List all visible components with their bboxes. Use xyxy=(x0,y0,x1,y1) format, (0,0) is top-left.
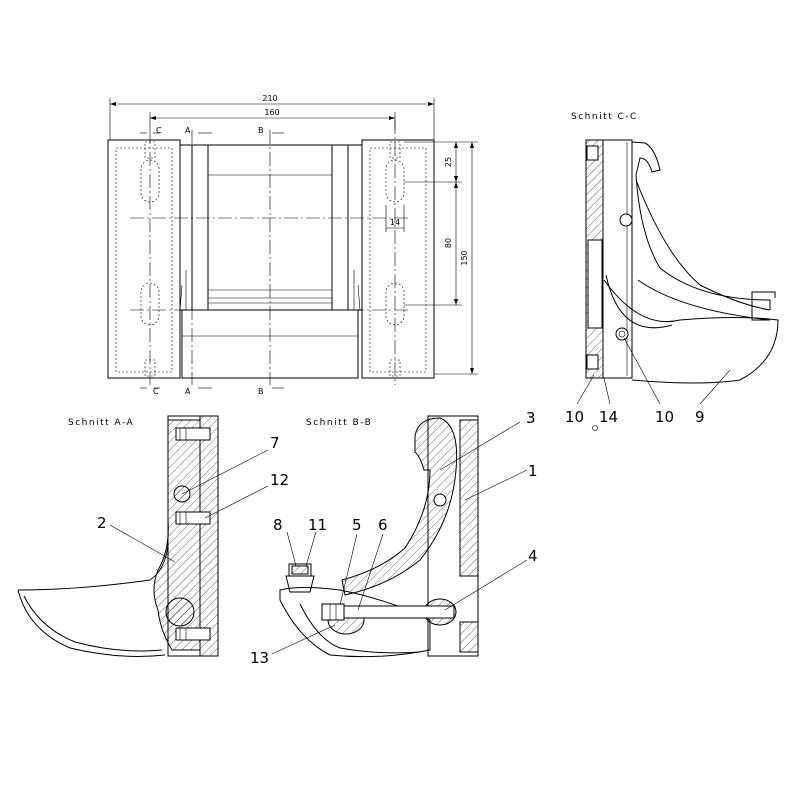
left-plate xyxy=(107,139,181,379)
section-b-b: Schnitt B-B 3 1 4 5 6 8 xyxy=(250,409,538,667)
section-a-a: Schnitt A-A 7 12 2 xyxy=(17,415,289,657)
part-number-7: 7 xyxy=(270,434,280,452)
part-number-5: 5 xyxy=(352,516,362,534)
part-number-10a: 10 xyxy=(565,408,584,426)
part-number-10b: 10 xyxy=(655,408,674,426)
dim-210: 210 xyxy=(262,94,277,103)
section-c-c: Schnitt C-C 10 14 10 9 xyxy=(565,112,779,431)
marker-a-bottom: A xyxy=(185,387,191,396)
part-number-2: 2 xyxy=(97,514,107,532)
title-schnitt-b-b: Schnitt B-B xyxy=(306,418,372,428)
part-number-12: 12 xyxy=(270,471,289,489)
marker-c-bottom: C xyxy=(153,387,159,396)
marker-b-top: B xyxy=(258,126,264,135)
title-schnitt-c-c: Schnitt C-C xyxy=(571,112,638,122)
dim-160: 160 xyxy=(264,108,279,117)
dim-80: 80 xyxy=(444,238,453,248)
part-number-1: 1 xyxy=(528,462,538,480)
dim-150: 150 xyxy=(460,250,469,265)
dim-25: 25 xyxy=(444,157,453,167)
marker-a-top: A xyxy=(185,126,191,135)
part-number-13: 13 xyxy=(250,649,269,667)
title-schnitt-a-a: Schnitt A-A xyxy=(68,418,134,428)
part-number-3: 3 xyxy=(526,409,536,427)
right-plate xyxy=(361,139,435,379)
part-number-4: 4 xyxy=(528,547,538,565)
marker-c-top: C xyxy=(156,126,162,135)
part-number-6: 6 xyxy=(378,516,388,534)
dim-14: 14 xyxy=(390,218,400,227)
part-number-9: 9 xyxy=(695,408,705,426)
part-number-11: 11 xyxy=(308,516,327,534)
front-view: 210 160 25 80 150 14 C A B C A xyxy=(107,94,478,396)
marker-b-bottom: B xyxy=(258,387,264,396)
part-number-14: 14 xyxy=(599,408,618,426)
part-number-8: 8 xyxy=(273,516,283,534)
